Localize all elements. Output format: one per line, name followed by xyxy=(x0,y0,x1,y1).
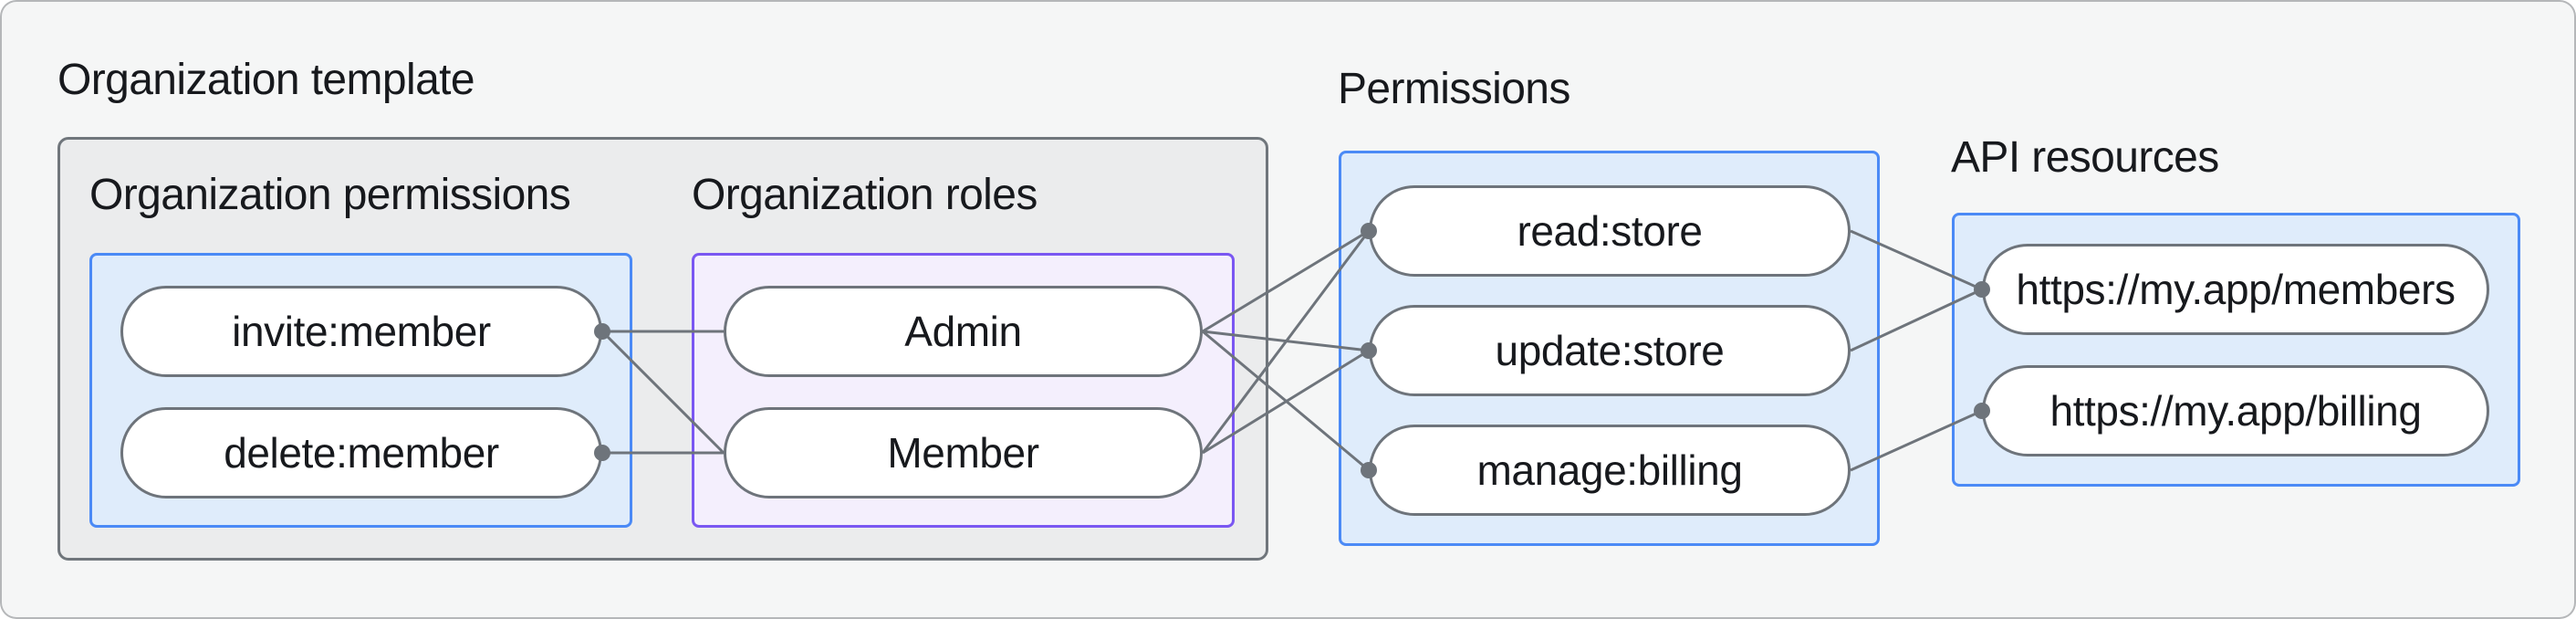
node-pill-invite-member: invite:member xyxy=(120,286,602,377)
node-pill-update-store: update:store xyxy=(1369,305,1851,396)
organization-template-title: Organization template xyxy=(57,56,475,104)
organization-permissions-title: Organization permissions xyxy=(89,171,571,219)
node-pill-delete-member: delete:member xyxy=(120,407,602,498)
organization-roles-title: Organization roles xyxy=(692,171,1038,219)
node-pill-manage-billing: manage:billing xyxy=(1369,425,1851,516)
node-pill-member-role: Member xyxy=(724,407,1203,498)
node-pill-members-api-url: https://my.app/members xyxy=(1982,244,2489,335)
node-pill-read-store: read:store xyxy=(1369,185,1851,277)
node-pill-billing-api-url: https://my.app/billing xyxy=(1982,365,2489,456)
permissions-title: Permissions xyxy=(1338,65,1570,113)
api-resources-title: API resources xyxy=(1951,133,2219,182)
node-pill-admin-role: Admin xyxy=(724,286,1203,377)
